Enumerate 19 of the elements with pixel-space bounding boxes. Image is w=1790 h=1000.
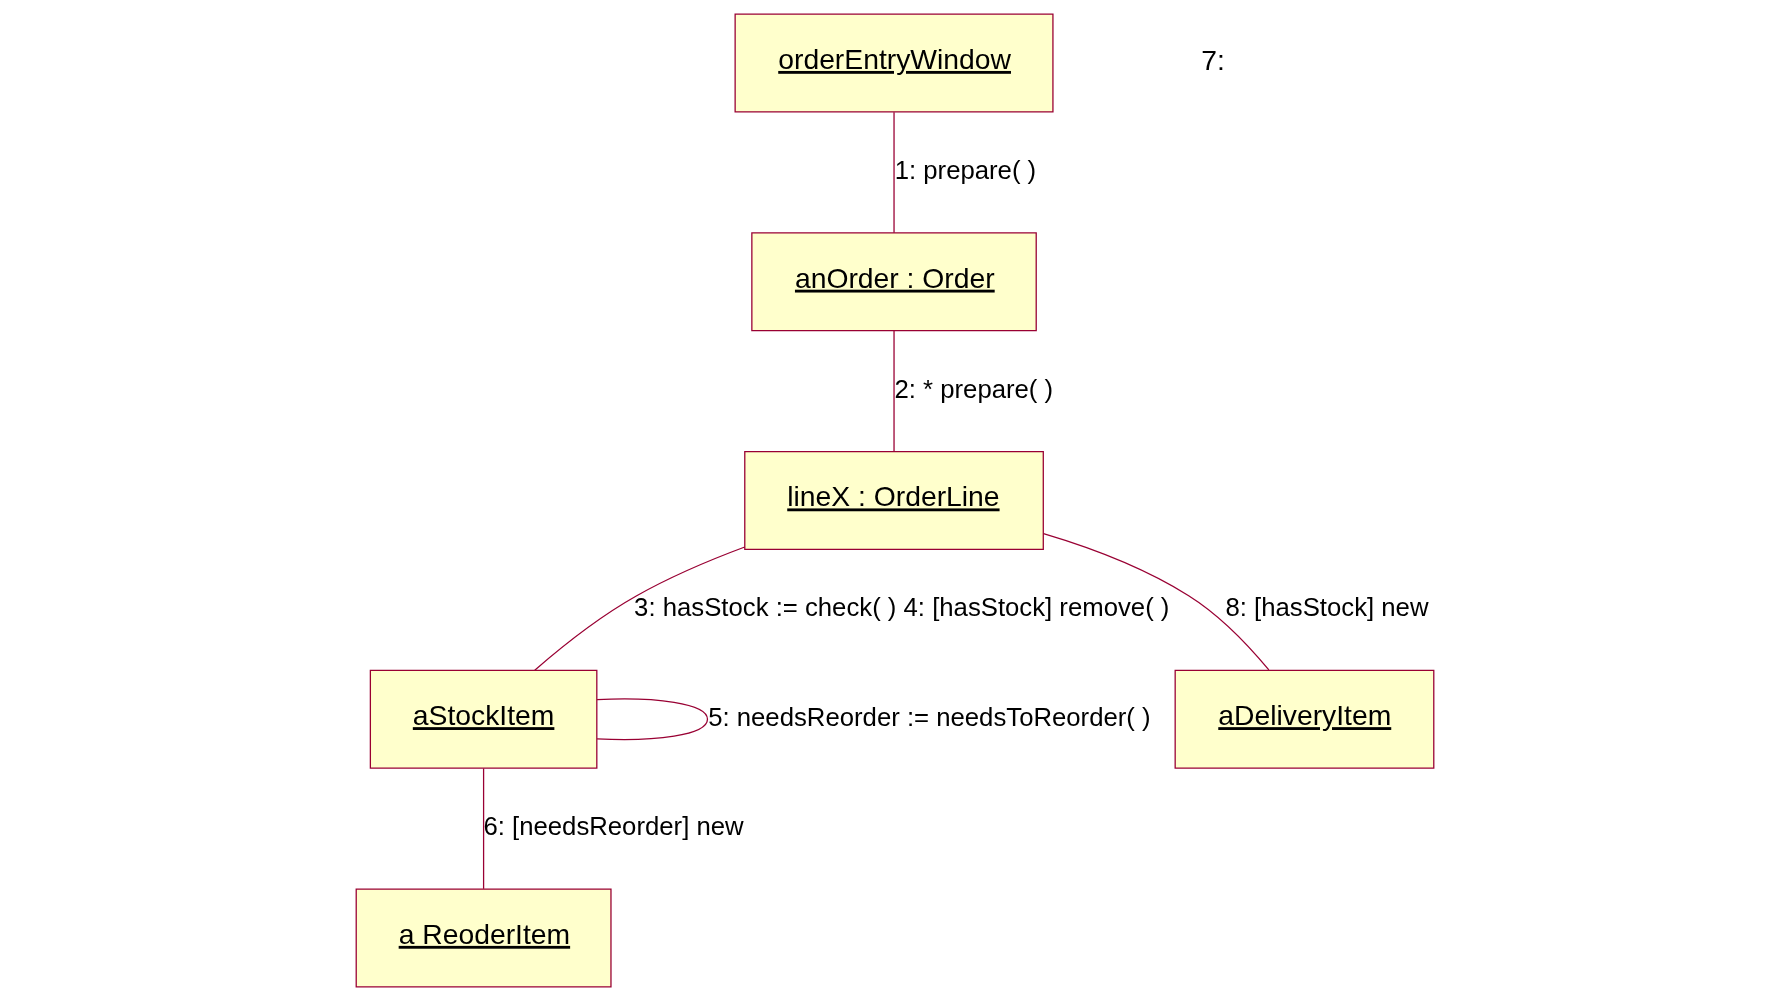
connector [893, 111, 895, 233]
node-box: orderEntryWindow [734, 13, 1054, 113]
edge-label: 8: [hasStock] new [1225, 592, 1429, 621]
connector [482, 767, 485, 889]
edge-label: 3: hasStock := check( ) 4: [hasStock] remove( ) [634, 592, 1170, 621]
node-box: aDeliveryItem [1174, 669, 1435, 769]
connector [534, 545, 746, 671]
node-box: aStockItem [369, 669, 598, 769]
node-box: anOrder : Order [751, 231, 1037, 331]
edge-label: 2: * prepare( ) [894, 374, 1054, 403]
connector [596, 697, 709, 740]
node-box: lineX : OrderLine [744, 450, 1044, 550]
edge-label: 1: prepare( ) [894, 155, 1037, 184]
node-box: a ReoderItem [355, 887, 612, 987]
connector [893, 329, 895, 452]
connector [1042, 532, 1270, 671]
edge-label: 6: [needsReorder] new [483, 811, 744, 840]
label: 7: [1201, 43, 1225, 76]
edge-label: 5: needsReorder := needsToReorder( ) [708, 702, 1151, 731]
